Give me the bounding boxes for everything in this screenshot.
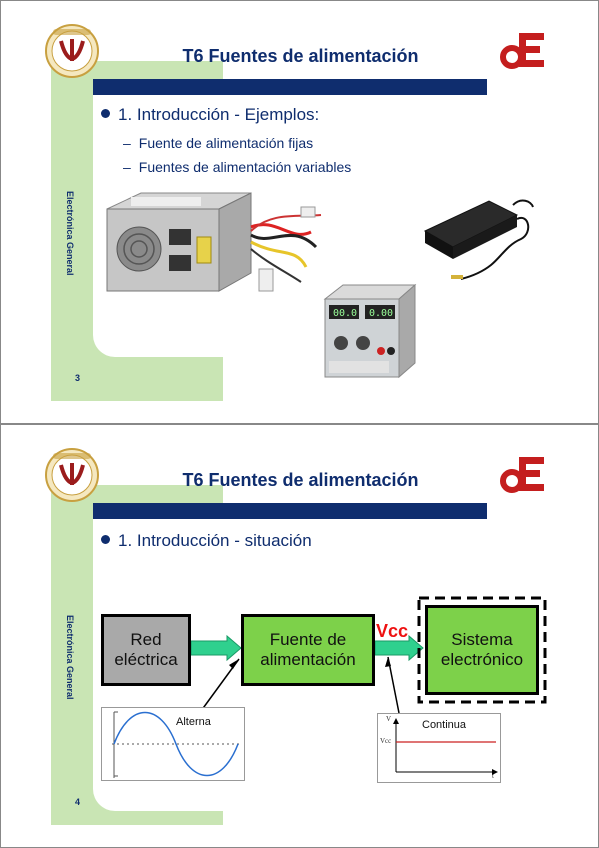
- bullet-dot-icon: [101, 109, 110, 119]
- pointer-arrowhead-icon: [385, 657, 391, 667]
- vcc-label: Vcc: [376, 621, 409, 641]
- block-sistema-electronico: Sistema electrónico: [425, 605, 539, 695]
- university-seal-icon: [45, 24, 99, 78]
- sine-wave-series: [113, 712, 239, 776]
- bullet-item: 1. Introducción - Ejemplos:: [101, 105, 319, 125]
- vcc-tick-label: Vcc: [380, 737, 392, 745]
- university-seal-icon: [45, 448, 99, 502]
- title-bar: [93, 503, 487, 519]
- side-label: Electrónica General: [65, 615, 75, 700]
- bullet-dot-icon: [101, 535, 110, 545]
- bench-power-supply-image: 00.0 0.00: [323, 283, 417, 379]
- bullet-item: 1. Introducción - situación: [101, 531, 312, 551]
- x-axis-label: t: [492, 772, 494, 780]
- slide-4: T6 Fuentes de alimentación Electrónica G…: [0, 424, 599, 848]
- block-red-electrica: Red eléctrica: [101, 614, 191, 686]
- slide-title: T6 Fuentes de alimentación: [182, 470, 419, 490]
- svg-text:00.0: 00.0: [333, 308, 357, 319]
- y-axis-label: V: [386, 715, 392, 723]
- arrow-right-icon: [374, 634, 424, 662]
- alterna-chart: Alterna: [101, 707, 245, 781]
- slide-title: T6 Fuentes de alimentación: [182, 46, 419, 66]
- continua-title: Continua: [422, 719, 467, 731]
- department-logo-icon: [500, 457, 544, 493]
- pointer-line: [387, 656, 400, 714]
- arrow-right-icon: [190, 634, 242, 662]
- title-bar: [93, 79, 487, 95]
- page-number: 3: [75, 373, 81, 383]
- diagram-connectors: [190, 596, 547, 714]
- sub-item: –Fuente de alimentación fijas: [123, 135, 314, 151]
- pointer-arrowhead-icon: [229, 659, 239, 669]
- continua-chart: Continua V Vcc t: [377, 713, 501, 783]
- department-logo-icon: [500, 33, 544, 69]
- pc-power-supply-image: [106, 192, 322, 292]
- sub-item: –Fuentes de alimentación variables: [123, 159, 352, 175]
- svg-text:0.00: 0.00: [369, 308, 393, 319]
- dashed-boundary: [417, 596, 547, 704]
- laptop-adapter-image: [423, 199, 534, 280]
- slide-3: T6 Fuentes de alimentación Electrónica G…: [0, 0, 599, 424]
- page-number: 4: [75, 797, 81, 807]
- alterna-title: Alterna: [176, 716, 211, 728]
- block-fuente-alimentacion: Fuente de alimentación: [241, 614, 375, 686]
- side-label: Electrónica General: [65, 191, 75, 276]
